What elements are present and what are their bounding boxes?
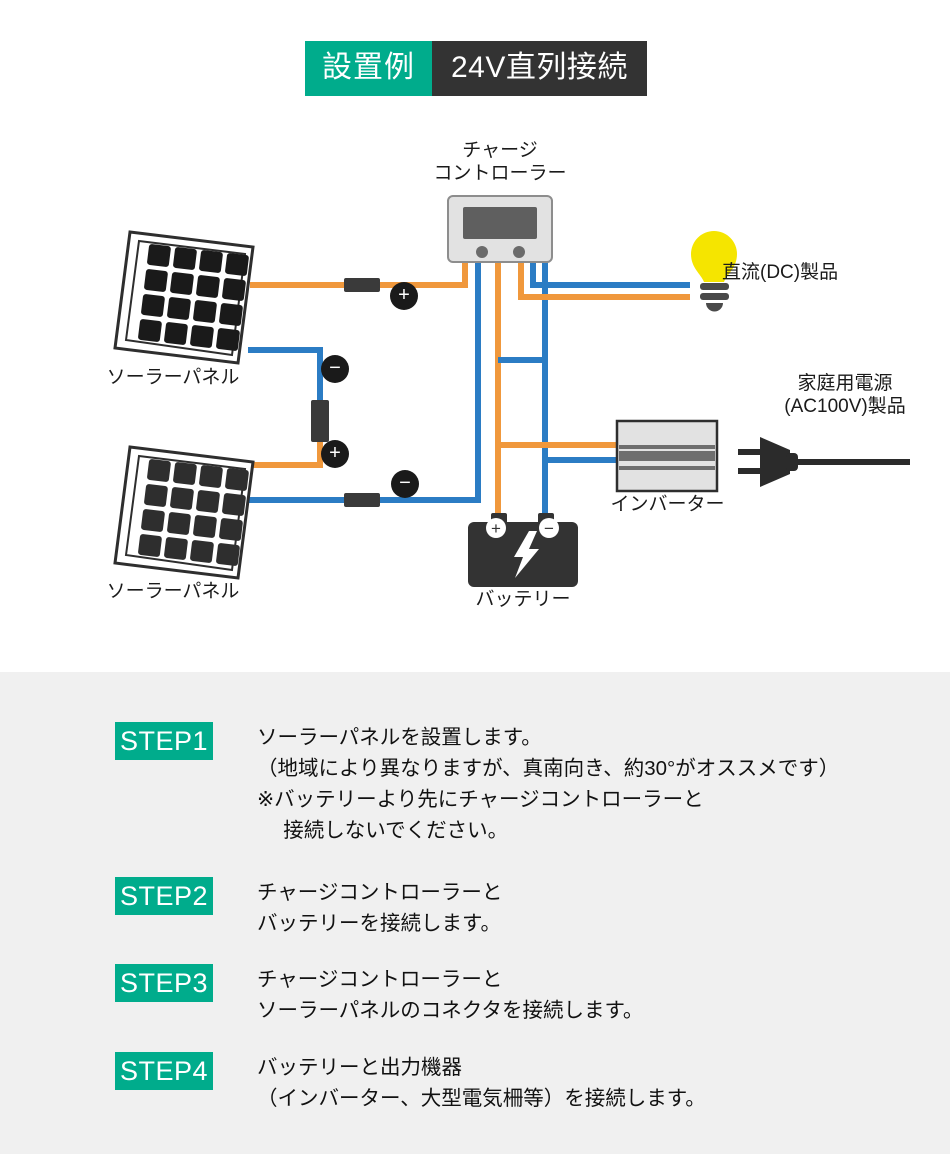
wiring-diagram: + − チャージ コントローラー ソーラーパネル ソー: [106, 140, 910, 610]
step-row-4: STEP4 バッテリーと出力機器 （インバーター、大型電気柵等）を接続します。: [115, 1052, 706, 1114]
battery-device: + −: [468, 513, 578, 587]
step-text-4: バッテリーと出力機器 （インバーター、大型電気柵等）を接続します。: [257, 1056, 706, 1110]
label-dc-product: 直流(DC)製品: [722, 262, 839, 283]
wire-group: [248, 262, 910, 522]
connector-series: [311, 400, 329, 442]
step-row-2: STEP2 チャージコントローラーと バッテリーを接続します。: [115, 877, 502, 939]
header-badge-title: 24V直列接続: [432, 41, 647, 96]
battery-minus-symbol: −: [544, 519, 554, 538]
step-badge-3: STEP3: [115, 964, 213, 1002]
ac-plug-icon: [738, 437, 798, 487]
steps-panel: STEP1 ソーラーパネルを設置します。 （地域により異なりますが、真南向き、約…: [0, 672, 950, 1154]
header-badge: 設置例 24V直列接続: [305, 41, 647, 96]
step-text-1: ソーラーパネルを設置します。 （地域により異なりますが、真南向き、約30°がオス…: [257, 726, 840, 842]
wiring-diagram-svg: + −: [113, 195, 910, 587]
marker-minus-top-panel: −: [321, 355, 349, 383]
header-badge-category: 設置例: [305, 41, 432, 96]
battery-plus-symbol: +: [491, 519, 501, 538]
label-ac-product: 家庭用電源 (AC100V)製品: [784, 373, 906, 417]
step-row-3: STEP3 チャージコントローラーと ソーラーパネルのコネクタを接続します。: [115, 964, 643, 1026]
connector-top-positive: [344, 278, 380, 292]
light-bulb-icon: [691, 231, 737, 312]
solar-panel-top: [113, 230, 255, 365]
step-badge-2: STEP2: [115, 877, 213, 915]
label-solar-panel-bottom: ソーラーパネル: [106, 581, 240, 602]
marker-plus-top-panel: +: [390, 282, 418, 310]
battery-bolt-icon: [514, 531, 539, 578]
connector-group: [311, 278, 380, 507]
wire-top-panel-positive: [250, 262, 468, 288]
wire-bottom-panel-negative: [248, 262, 481, 503]
step-text-3: チャージコントローラーと ソーラーパネルのコネクタを接続します。: [257, 968, 644, 1022]
wire-top-panel-negative: [248, 347, 323, 400]
marker-minus-bottom-panel: −: [391, 470, 419, 498]
label-charge-controller: チャージ コントローラー: [433, 140, 567, 184]
label-inverter: インバーター: [610, 494, 725, 515]
wire-dc-negative: [530, 262, 690, 288]
step-text-2: チャージコントローラーと バッテリーを接続します。: [257, 881, 503, 935]
wire-bottom-panel-positive: [248, 425, 323, 468]
step-row-1: STEP1 ソーラーパネルを設置します。 （地域により異なりますが、真南向き、約…: [115, 722, 839, 846]
step-badge-1: STEP1: [115, 722, 213, 760]
marker-plus-bottom-panel: +: [321, 440, 349, 468]
connector-bottom-negative: [344, 493, 380, 507]
solar-panel-bottom: [113, 445, 255, 580]
label-battery: バッテリー: [475, 589, 571, 610]
step-badge-4: STEP4: [115, 1052, 213, 1090]
charge-controller-device: [447, 195, 553, 263]
inverter-device: [615, 419, 719, 493]
label-solar-panel-top: ソーラーパネル: [106, 367, 240, 388]
wire-dc-positive: [518, 262, 690, 300]
